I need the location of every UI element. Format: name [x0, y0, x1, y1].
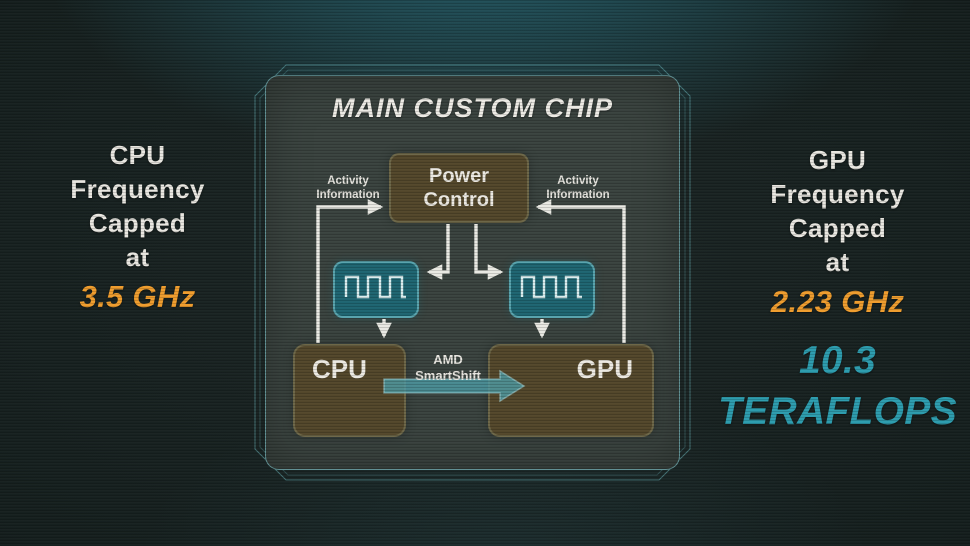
- teraflops-value-line2: TERAFLOPS: [718, 390, 957, 433]
- caption-line: GPU: [808, 145, 867, 175]
- wire-power-to-cpu-clock: [426, 224, 450, 280]
- cpu-block-label: CPU: [312, 354, 367, 384]
- main-custom-chip-panel: MAIN CUSTOM CHIP Power Control CPU GPU A…: [265, 75, 680, 470]
- chip-title: MAIN CUSTOM CHIP: [331, 93, 613, 123]
- gpu-block-label: GPU: [576, 354, 633, 384]
- caption-line: at: [125, 242, 150, 272]
- activity-label-line2: Information: [316, 189, 380, 201]
- cpu-block: CPU: [293, 344, 406, 437]
- cpu-frequency-caption: CPU Frequency Capped at 3.5 GHz: [35, 138, 240, 317]
- square-wave-icon: [520, 269, 584, 310]
- gpu-frequency-caption: GPU Frequency Capped at 2.23 GHz 10.3 TE…: [710, 143, 965, 437]
- wire-power-to-gpu-clock: [474, 224, 504, 280]
- teraflops-value-line1: 10.3: [798, 339, 877, 382]
- power-control-label-line1: Power: [428, 165, 490, 187]
- cpu-frequency-value: 3.5 GHz: [79, 279, 196, 314]
- caption-line: Frequency: [70, 174, 205, 204]
- caption-line: Capped: [788, 213, 887, 243]
- activity-information-label-right: Activity Information: [518, 174, 638, 202]
- amd-smartshift-label: AMD SmartShift: [396, 352, 500, 384]
- gpu-frequency-value: 2.23 GHz: [770, 284, 905, 319]
- activity-label-line1: Activity: [557, 175, 599, 187]
- gpu-block: GPU: [488, 344, 654, 437]
- cpu-clock-block: [333, 261, 419, 318]
- activity-label-line2: Information: [546, 189, 610, 201]
- power-control-block: Power Control: [389, 153, 529, 223]
- activity-information-label-left: Activity Information: [288, 174, 408, 202]
- power-control-label-line2: Control: [423, 189, 495, 211]
- caption-line: at: [825, 247, 850, 277]
- activity-label-line1: Activity: [327, 175, 369, 187]
- caption-line: Frequency: [770, 179, 905, 209]
- smartshift-label-line2: SmartShift: [415, 368, 481, 383]
- square-wave-icon: [344, 269, 408, 310]
- caption-line: Capped: [88, 208, 187, 238]
- gpu-clock-block: [509, 261, 595, 318]
- smartshift-label-line1: AMD: [433, 352, 463, 367]
- caption-line: CPU: [109, 140, 166, 170]
